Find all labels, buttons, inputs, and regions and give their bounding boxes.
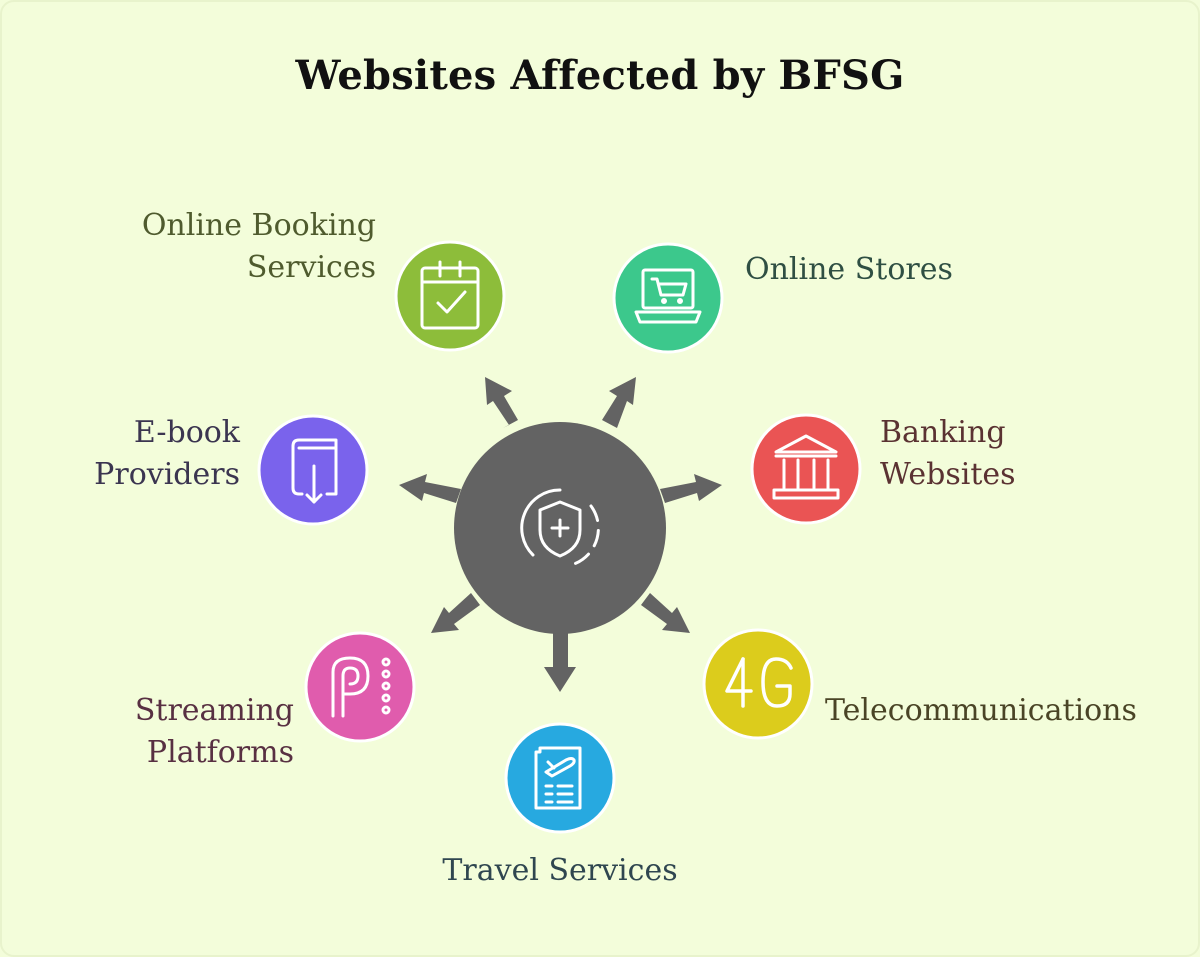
label-line: Online Booking (141, 208, 376, 243)
label-telecom: Telecommunications (825, 690, 1137, 732)
arrow-booking (485, 377, 518, 428)
node-ebook (257, 414, 369, 526)
node-telecom (702, 628, 814, 740)
label-line: Services (246, 250, 376, 285)
label-line: Banking (880, 415, 1006, 450)
arrow-stores (602, 377, 636, 428)
label-booking: Online Booking Services (142, 205, 376, 289)
streaming-p-icon (331, 656, 391, 718)
label-line: Websites (880, 457, 1016, 492)
arrow-telecom (641, 593, 690, 633)
ebook-download-icon (291, 438, 338, 504)
shield-plus-icon (520, 488, 600, 567)
node-travel (504, 722, 616, 834)
label-line: Travel Services (442, 853, 678, 888)
node-booking (394, 240, 506, 352)
bank-icon (772, 434, 840, 500)
arrows (399, 377, 722, 692)
arrow-streaming (431, 593, 480, 633)
4g-icon (725, 657, 793, 708)
laptop-cart-icon (634, 268, 702, 324)
flight-ticket-icon (534, 746, 582, 810)
label-line: Telecommunications (825, 693, 1137, 728)
diagram-title: Websites Affected by BFSG (295, 52, 905, 99)
label-line: Online Stores (745, 252, 953, 287)
node-stores (612, 242, 724, 354)
label-line: Platforms (146, 735, 294, 770)
label-travel: Travel Services (360, 850, 760, 892)
calendar-check-icon (420, 260, 480, 330)
node-banking (750, 413, 862, 525)
label-line: Providers (94, 457, 240, 492)
label-line: E-book (133, 415, 240, 450)
label-line: Streaming (134, 693, 294, 728)
arrow-ebook (399, 474, 461, 503)
node-streaming (304, 631, 416, 743)
label-streaming: Streaming Platforms (135, 690, 294, 774)
label-banking: Banking Websites (880, 412, 1016, 496)
arrow-travel (544, 632, 576, 692)
label-ebook: E-book Providers (94, 412, 240, 496)
arrow-banking (660, 474, 722, 503)
hub (454, 422, 666, 634)
label-stores: Online Stores (745, 249, 953, 291)
